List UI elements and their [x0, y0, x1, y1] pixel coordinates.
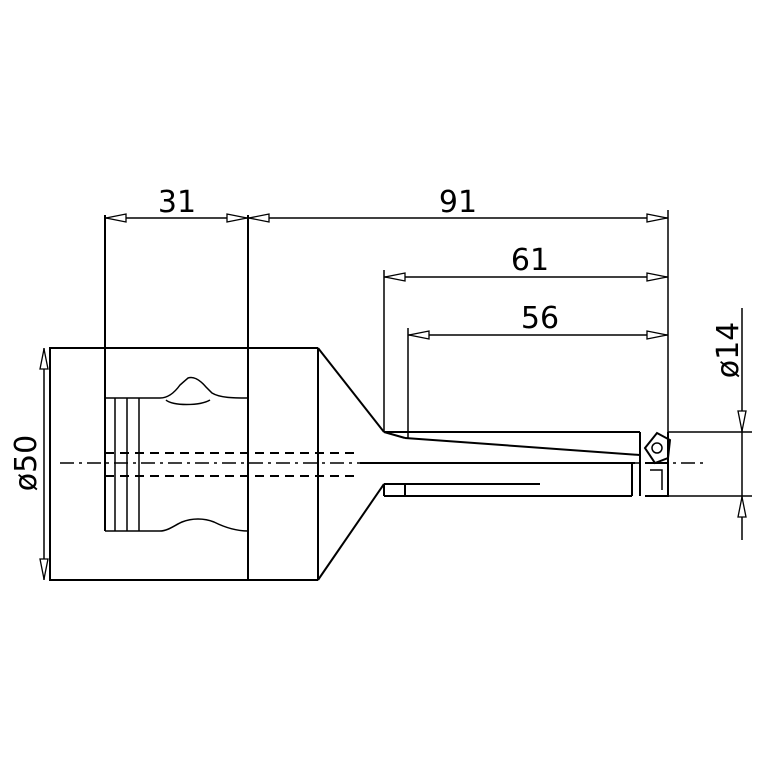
dimension-56: 56 [407, 301, 668, 438]
cutting-insert [643, 431, 672, 497]
coolant-channel [105, 452, 360, 477]
dimension-61-label: 61 [511, 243, 549, 278]
dimension-31: 31 [105, 185, 248, 223]
bore-profile [105, 376, 249, 532]
cone-transition [248, 347, 385, 581]
dimension-61: 61 [383, 243, 668, 432]
dimension-diameter-50: ø50 [9, 348, 49, 580]
dimension-56-label: 56 [521, 301, 559, 336]
dimension-31-label: 31 [158, 185, 196, 220]
shank-body [49, 215, 249, 581]
flute-bar [360, 431, 641, 497]
dimension-diameter-14: ø14 [668, 308, 752, 540]
dimension-diameter-50-label: ø50 [9, 435, 44, 492]
dimension-diameter-14-label: ø14 [711, 322, 746, 379]
dimension-91-label: 91 [439, 185, 477, 220]
dimension-91: 91 [248, 185, 669, 432]
